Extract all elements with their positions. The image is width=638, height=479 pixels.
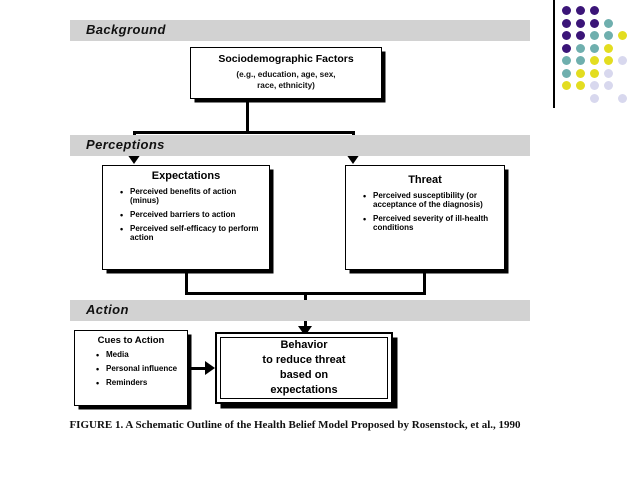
decorative-dot bbox=[604, 31, 613, 40]
decorative-dot bbox=[590, 31, 599, 40]
section-label-background: Background bbox=[86, 22, 166, 37]
decorative-dot bbox=[562, 68, 571, 78]
decorative-dot bbox=[604, 18, 613, 28]
decorative-dot bbox=[618, 31, 627, 40]
decorative-dot bbox=[562, 43, 571, 53]
decorative-dot bbox=[590, 68, 599, 78]
sociodemographic-subtitle-line2: race, ethnicity) bbox=[257, 81, 315, 90]
decorative-dot bbox=[562, 81, 571, 90]
arrow-cues-to-behavior bbox=[205, 361, 215, 375]
behavior-inner-frame: Behavior to reduce threat based on expec… bbox=[220, 337, 388, 399]
connector-cues-to-behavior bbox=[190, 367, 207, 370]
list-item: Perceived self-efficacy to perform actio… bbox=[119, 224, 261, 243]
threat-title: Threat bbox=[408, 174, 442, 186]
decorative-dot bbox=[576, 18, 585, 28]
arrow-to-expectations bbox=[127, 154, 141, 164]
section-band-action: Action bbox=[70, 300, 530, 321]
arrow-to-behavior bbox=[298, 326, 312, 336]
connector-expectations-down bbox=[185, 270, 188, 295]
list-item: Perceived susceptibility (or acceptance … bbox=[362, 191, 496, 210]
list-item: Reminders bbox=[95, 378, 181, 388]
figure-caption: FIGURE 1. A Schematic Outline of the Hea… bbox=[69, 419, 521, 431]
section-band-background: Background bbox=[70, 20, 530, 41]
box-sociodemographic-factors: Sociodemographic Factors (e.g., educatio… bbox=[190, 47, 382, 99]
decorative-dot bbox=[604, 43, 613, 53]
decorative-dot bbox=[562, 18, 571, 28]
decorative-dot bbox=[604, 56, 613, 65]
arrow-to-threat bbox=[346, 154, 360, 164]
cues-bullet-list: Media Personal influence Reminders bbox=[95, 350, 181, 388]
decorative-dot bbox=[576, 43, 585, 53]
behavior-line-2: to reduce threat bbox=[262, 354, 346, 367]
decorative-dot bbox=[590, 6, 599, 15]
list-item: Perceived benefits of action (minus) bbox=[119, 187, 261, 206]
decorative-dot bbox=[604, 68, 613, 78]
behavior-text-block: Behavior to reduce threat based on expec… bbox=[262, 338, 345, 397]
decorative-dot bbox=[562, 56, 571, 65]
decorative-dot bbox=[618, 56, 627, 65]
decorative-dot bbox=[590, 81, 599, 90]
list-item: Perceived severity of ill-health conditi… bbox=[362, 214, 496, 233]
expectations-title: Expectations bbox=[151, 170, 221, 182]
health-belief-model-figure: Background Sociodemographic Factors (e.g… bbox=[0, 0, 540, 479]
list-item: Perceived barriers to action bbox=[119, 210, 261, 220]
decorative-dot bbox=[576, 81, 585, 90]
box-threat: Threat Perceived susceptibility (or acce… bbox=[345, 165, 505, 270]
decorative-dot bbox=[604, 81, 613, 90]
decorative-dot bbox=[576, 68, 585, 78]
sociodemographic-title: Sociodemographic Factors bbox=[218, 53, 354, 65]
decorative-dot bbox=[576, 31, 585, 40]
section-label-action: Action bbox=[86, 302, 129, 317]
decorative-dot bbox=[590, 93, 599, 103]
expectations-bullet-list: Perceived benefits of action (minus) Per… bbox=[119, 187, 261, 243]
decorative-dot bbox=[562, 6, 571, 15]
box-cues-to-action: Cues to Action Media Personal influence … bbox=[74, 330, 188, 406]
section-label-perceptions: Perceptions bbox=[86, 137, 165, 152]
decorative-dot bbox=[576, 6, 585, 15]
decorative-dot bbox=[576, 56, 585, 65]
threat-bullet-list: Perceived susceptibility (or acceptance … bbox=[362, 191, 496, 233]
slide-decoration bbox=[540, 0, 638, 112]
decorative-dot bbox=[590, 18, 599, 28]
section-band-perceptions: Perceptions bbox=[70, 135, 530, 156]
connector-socio-down bbox=[246, 99, 249, 133]
decorative-dot bbox=[562, 31, 571, 40]
decorative-dot bbox=[590, 43, 599, 53]
list-item: Media bbox=[95, 350, 181, 360]
behavior-line-4: expectations bbox=[270, 383, 338, 396]
list-item: Personal influence bbox=[95, 364, 181, 374]
decorative-vertical-rule bbox=[553, 0, 555, 108]
connector-split-horizontal bbox=[133, 131, 355, 134]
sociodemographic-subtitle-line1: (e.g., education, age, sex, bbox=[236, 70, 336, 79]
cues-title: Cues to Action bbox=[97, 335, 165, 346]
behavior-line-3: based on bbox=[279, 369, 329, 381]
decorative-dot bbox=[618, 93, 627, 103]
box-expectations: Expectations Perceived benefits of actio… bbox=[102, 165, 270, 270]
box-behavior: Behavior to reduce threat based on expec… bbox=[215, 332, 393, 404]
connector-threat-down bbox=[423, 270, 426, 295]
decorative-dot bbox=[590, 56, 599, 65]
behavior-line-1: Behavior bbox=[280, 339, 328, 352]
